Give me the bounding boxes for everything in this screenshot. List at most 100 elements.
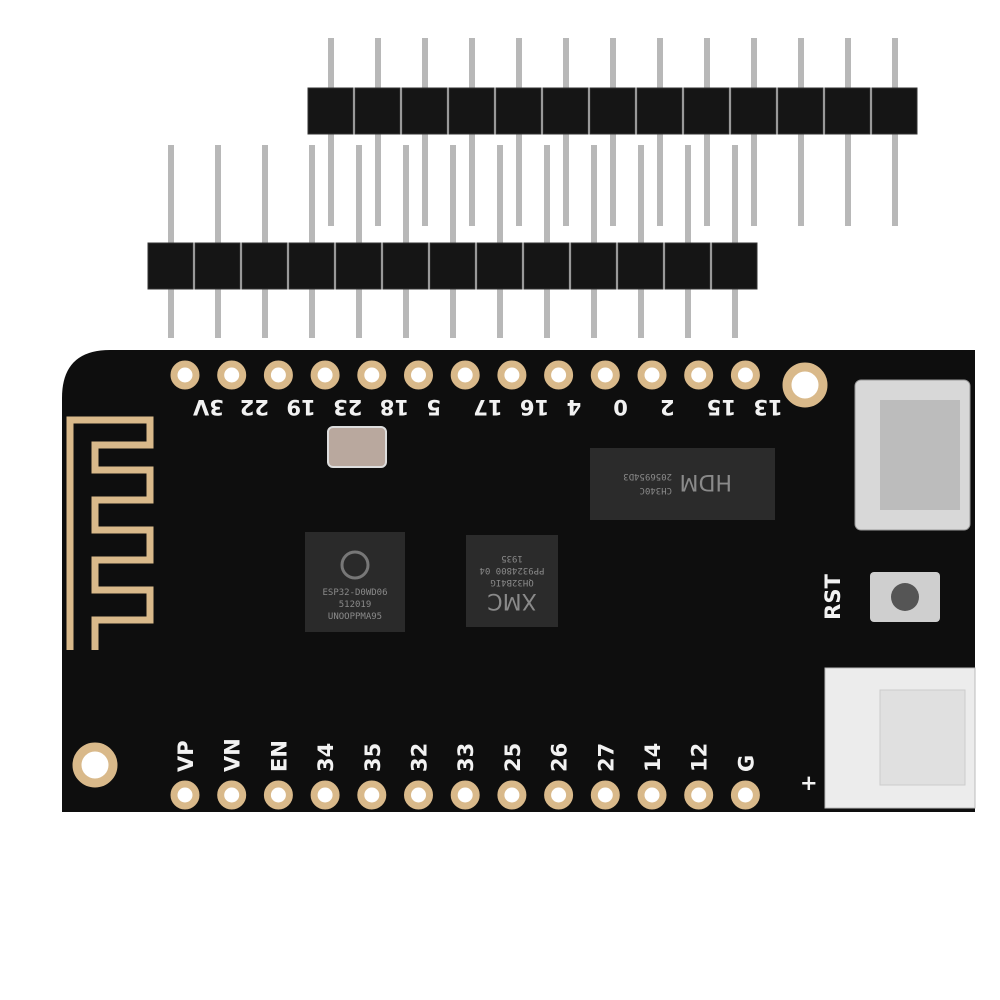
top-pad (544, 360, 574, 390)
header-block (288, 242, 335, 290)
header-block (401, 87, 448, 135)
header-block (711, 242, 758, 290)
header-block (570, 242, 617, 290)
usb-serial-chip (590, 448, 775, 520)
bottom-pad (590, 780, 620, 810)
header-pin (544, 145, 550, 338)
bottom-pad (450, 780, 480, 810)
header-pin (309, 145, 315, 338)
top-pad (590, 360, 620, 390)
top-pin-label: 23 (333, 395, 362, 419)
top-pin-label: 15 (707, 395, 736, 419)
bottom-pin-label: 32 (408, 743, 432, 772)
header-pin (638, 145, 644, 338)
bottom-pin-label: VN (221, 738, 245, 772)
header-block (824, 87, 871, 135)
top-pin-label: 17 (473, 395, 502, 419)
header-block (476, 242, 523, 290)
top-pad (310, 360, 340, 390)
bottom-pin-label: 14 (641, 743, 665, 772)
bottom-pin-label: 25 (501, 743, 525, 772)
esp32-chip (305, 532, 405, 632)
header-block (730, 87, 777, 135)
mcu-marking-line: 512019 (339, 600, 372, 610)
reset-label: RST (821, 574, 845, 620)
header-pin (215, 145, 221, 338)
bottom-pin-label: 35 (361, 743, 385, 772)
mount-hole (782, 362, 828, 408)
header-block (777, 87, 824, 135)
header-block (194, 242, 241, 290)
bottom-pin-label: VP (174, 740, 198, 772)
header-pin (450, 145, 456, 338)
bottom-pin-label: 12 (688, 743, 712, 772)
top-pad (450, 360, 480, 390)
usb-chip-marking-line: HDM (680, 469, 732, 494)
bottom-pad (637, 780, 667, 810)
bottom-pad (263, 780, 293, 810)
top-pad (637, 360, 667, 390)
bottom-pad (684, 780, 714, 810)
flash-marking-line: XMC (487, 588, 536, 613)
bottom-pin-label: EN (267, 740, 291, 772)
top-pin-header (307, 38, 918, 226)
bottom-pad (170, 780, 200, 810)
top-pad (170, 360, 200, 390)
top-pin-label: 16 (520, 395, 549, 419)
flash-chip (466, 535, 558, 627)
header-block (495, 87, 542, 135)
header-pin (168, 145, 174, 338)
flash-marking-line: 1935 (501, 553, 523, 563)
antenna-trace (66, 416, 154, 650)
top-pin-label: 3V (192, 395, 224, 419)
header-block (664, 242, 711, 290)
top-pad (217, 360, 247, 390)
top-pad (357, 360, 387, 390)
header-pin (591, 145, 597, 338)
header-block (307, 87, 354, 135)
bottom-pin-header (147, 145, 758, 338)
mcu-marking: ESP32-D0WD06 512019 UNOOPPMA95 (322, 588, 387, 622)
mcu-marking-line: ESP32-D0WD06 (322, 588, 387, 598)
header-block (683, 87, 730, 135)
bottom-pad (310, 780, 340, 810)
usb-chip-marking: HDM CH340C 2056954D3 (623, 469, 732, 495)
top-pin-label: 18 (380, 395, 409, 419)
bottom-pin-label: G (734, 755, 758, 772)
top-pad (730, 360, 760, 390)
bottom-pin-label: 27 (594, 743, 618, 772)
header-block (354, 87, 401, 135)
header-block (241, 242, 288, 290)
header-block (871, 87, 918, 135)
header-block (382, 242, 429, 290)
pcb-board: ESP32-D0WD06 512019 UNOOPPMA95 XMC QH32B… (62, 350, 976, 812)
header-pin (685, 145, 691, 338)
header-pin (497, 145, 503, 338)
bottom-pad (497, 780, 527, 810)
header-block (523, 242, 570, 290)
flash-marking: XMC QH32B4IG PP9324800 04 1935 (479, 553, 544, 613)
bottom-pad (217, 780, 247, 810)
top-pad (684, 360, 714, 390)
header-block (589, 87, 636, 135)
crystal (327, 426, 387, 468)
bottom-pin-label: 33 (454, 743, 478, 772)
bottom-pad (404, 780, 433, 810)
mount-hole (72, 742, 118, 788)
top-pin-label: 22 (240, 395, 269, 419)
flash-marking-line: QH32B4IG (490, 577, 533, 587)
top-pin-label: 4 (567, 395, 582, 419)
top-pin-label: 19 (286, 395, 315, 419)
top-pad (497, 360, 527, 390)
top-pad (404, 360, 433, 390)
flash-marking-line: PP9324800 04 (479, 565, 544, 575)
espressif-logo-icon (340, 550, 370, 580)
bottom-pin-label: 26 (548, 743, 572, 772)
top-pin-label: 5 (427, 395, 442, 419)
top-pin-label: 13 (753, 395, 782, 419)
header-block (617, 242, 664, 290)
top-pin-label: 2 (660, 395, 675, 419)
header-pin (403, 145, 409, 338)
header-block (542, 87, 589, 135)
